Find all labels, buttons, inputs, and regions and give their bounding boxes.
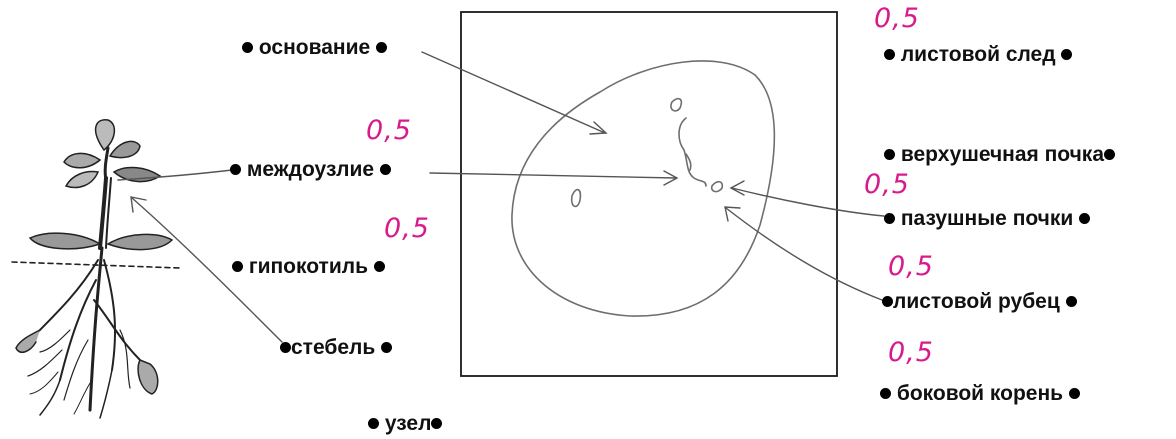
plant-cotyledon-left	[30, 233, 100, 249]
bullet-dot	[884, 149, 895, 160]
tuber-eye-left	[572, 190, 581, 207]
bullet-dot	[882, 296, 893, 307]
bullet-dot	[880, 388, 891, 399]
tuber-eye-center	[712, 182, 723, 192]
bullet-dot	[1079, 213, 1090, 224]
label-mezhdouzlie[interactable]: междоузлие	[230, 158, 391, 182]
label-osnovanie[interactable]: основание	[242, 36, 387, 60]
score-mark-3: 0,5	[874, 4, 920, 34]
bullet-dot	[381, 342, 392, 353]
label-bokovoy-koren[interactable]: боковой корень	[880, 382, 1080, 406]
bullet-dot	[368, 418, 379, 429]
bullet-dot	[376, 42, 387, 53]
label-uzel[interactable]: узел	[368, 412, 442, 436]
bullet-dot	[1104, 149, 1115, 160]
arrow-pazushnye	[732, 188, 884, 216]
plant-illustration	[12, 120, 180, 418]
bullet-dot	[242, 42, 253, 53]
label-listovoy-rubets[interactable]: листовой рубец	[882, 290, 1077, 314]
label-gipokotil[interactable]: гипокотиль	[232, 255, 385, 279]
bullet-dot	[431, 418, 442, 429]
plant-cotyledon-right	[108, 234, 172, 249]
label-pazushnye-pochki[interactable]: пазушные почки	[884, 207, 1090, 231]
drawing-frame	[461, 12, 837, 376]
bullet-dot	[374, 261, 385, 272]
arrow-osnovanie	[422, 52, 605, 133]
tuber-eye-top	[671, 99, 681, 111]
bullet-dot	[884, 213, 895, 224]
bullet-dot	[280, 342, 291, 353]
plant-main-root	[90, 248, 102, 410]
score-mark-5: 0,5	[888, 252, 934, 282]
score-mark-6: 0,5	[888, 338, 934, 368]
bullet-dot	[1061, 49, 1072, 60]
bullet-dot	[232, 261, 243, 272]
label-verkhushechnaya-pochka[interactable]: верхушечная почка	[884, 143, 1115, 167]
tuber-bud-line	[679, 118, 706, 186]
annotation-arrows	[118, 52, 884, 342]
arrow-mezhdouzlie	[430, 173, 676, 178]
score-mark-2: 0,5	[384, 214, 430, 244]
label-stebel[interactable]: стебель	[280, 336, 392, 360]
arrow-rubets	[726, 208, 882, 300]
plant-stem	[100, 178, 106, 248]
plant-top-leaf	[96, 120, 115, 150]
bullet-dot	[380, 164, 391, 175]
bullet-dot	[230, 164, 241, 175]
score-mark-1: 0,5	[366, 116, 412, 146]
label-listovoy-sled[interactable]: листовой след	[884, 43, 1072, 67]
bullet-dot	[884, 49, 895, 60]
bullet-dot	[1066, 296, 1077, 307]
bullet-dot	[1069, 388, 1080, 399]
score-mark-4: 0,5	[864, 170, 910, 200]
